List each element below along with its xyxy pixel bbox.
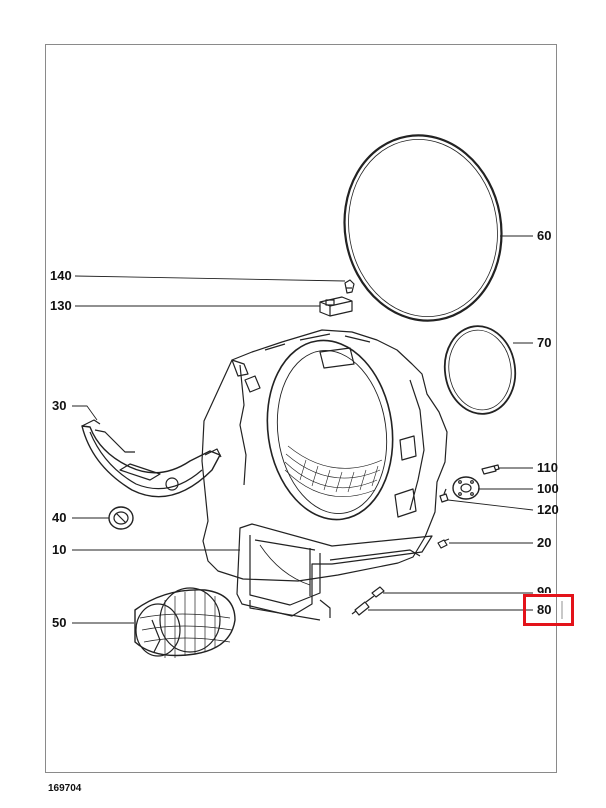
- label-part-10: 10: [52, 542, 67, 557]
- label-part-60: 60: [537, 228, 552, 243]
- highlight-inner-divider: [561, 601, 563, 619]
- label-part-90: 90: [537, 584, 552, 599]
- part-50-filter[interactable]: [134, 587, 236, 658]
- label-part-140: 140: [50, 268, 72, 283]
- label-part-100: 100: [537, 481, 559, 496]
- label-part-130: 130: [50, 298, 72, 313]
- label-part-40: 40: [52, 510, 67, 525]
- diagram-frame: [45, 44, 557, 773]
- part-60-door-seal[interactable]: [330, 123, 516, 333]
- label-part-20: 20: [537, 535, 552, 550]
- part-140-clip[interactable]: [344, 279, 355, 294]
- part-80-sensor-plug[interactable]: [351, 601, 370, 616]
- highlight-box-part-80: [523, 594, 574, 626]
- label-part-30: 30: [52, 398, 67, 413]
- part-70-ring[interactable]: [439, 322, 521, 419]
- part-90-sensor[interactable]: [365, 586, 385, 603]
- part-110-screw[interactable]: [481, 464, 500, 475]
- label-part-110: 110: [537, 460, 558, 475]
- label-part-70: 70: [537, 335, 552, 350]
- part-130-latch[interactable]: [319, 296, 353, 317]
- part-30-cover[interactable]: [81, 419, 222, 498]
- part-100-bearing[interactable]: [452, 476, 480, 500]
- part-120-screw[interactable]: [439, 488, 449, 503]
- document-number: 169704: [48, 783, 82, 794]
- label-part-120: 120: [537, 502, 559, 517]
- part-40-knob-ring[interactable]: [108, 506, 134, 530]
- label-part-50: 50: [52, 615, 67, 630]
- part-10-front-frame[interactable]: [201, 329, 448, 621]
- part-20-screw[interactable]: [437, 538, 450, 549]
- label-part-80: 80: [537, 602, 552, 617]
